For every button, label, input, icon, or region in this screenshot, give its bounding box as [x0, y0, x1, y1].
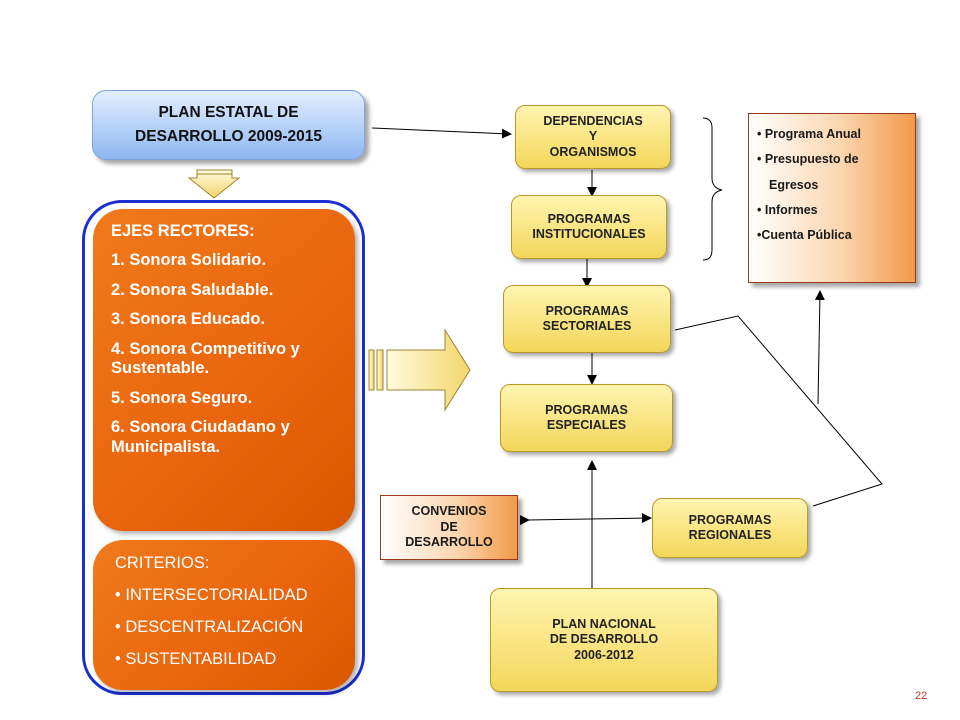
arrow-plan-to-dependencias	[371, 127, 512, 139]
institucionales-line: INSTITUCIONALES	[532, 227, 646, 241]
programa-anual-box: • Programa Anual • Presupuesto de Egreso…	[748, 113, 916, 283]
plan-nacional-box: PLAN NACIONAL DE DESARROLLO 2006-2012	[490, 588, 718, 692]
sectoriales-line: PROGRAMAS	[545, 303, 629, 318]
programas-regionales-box: PROGRAMAS REGIONALES	[652, 498, 808, 558]
criterios-box: CRITERIOS: • INTERSECTORIALIDAD • DESCEN…	[93, 540, 355, 690]
eje-item: 3. Sonora Educado.	[111, 310, 266, 329]
regionales-line: PROGRAMAS	[688, 512, 772, 527]
eje-item: 1. Sonora Solidario.	[111, 251, 266, 270]
plan-nacional-line: DE DESARROLLO	[549, 632, 659, 647]
programa-item: Egresos	[769, 177, 819, 192]
arrow-convenios-regionales	[519, 513, 652, 526]
criterios-title: CRITERIOS:	[115, 554, 210, 572]
criterio-item: • INTERSECTORIALIDAD	[115, 586, 308, 604]
line-sectoriales-to-right	[674, 315, 883, 507]
big-right-arrow	[368, 328, 471, 412]
programas-institucionales-box: PROGRAMAS INSTITUCIONALES	[511, 195, 667, 259]
plan-estatal-line2: DESARROLLO 2009-2015	[135, 128, 322, 145]
ejes-frame	[82, 200, 365, 695]
plan-estatal-line1: PLAN ESTATAL DE	[158, 103, 299, 121]
ejes-rectores-box: EJES RECTORES: 1. Sonora Solidario. 2. S…	[93, 209, 355, 531]
programa-item: • Programa Anual	[757, 127, 861, 141]
ejes-title: EJES RECTORES:	[111, 222, 255, 240]
sectoriales-line: SECTORIALES	[542, 319, 632, 333]
down-block-arrow	[187, 169, 241, 199]
programa-item: •Cuenta Pública	[757, 228, 852, 242]
brace	[702, 117, 723, 261]
convenios-line: CONVENIOS	[411, 504, 487, 519]
eje-item: 6. Sonora Ciudadano y Municipalista.	[111, 418, 290, 456]
especiales-line: PROGRAMAS	[545, 402, 628, 417]
plan-estatal-box: PLAN ESTATAL DE DESARROLLO 2009-2015	[92, 90, 365, 160]
convenios-box: CONVENIOS DE DESARROLLO	[380, 495, 518, 560]
eje-item: 4. Sonora Competitivo y Sustentable.	[111, 339, 300, 378]
especiales-line: ESPECIALES	[546, 418, 627, 432]
programa-item: • Informes	[757, 202, 818, 217]
criterio-item: • SUSTENTABILIDAD	[115, 650, 277, 668]
dependencias-line: ORGANISMOS	[549, 144, 637, 159]
arrow-to-programa-anual	[814, 290, 825, 405]
dependencias-line: Y	[588, 129, 598, 144]
dependencias-box: DEPENDENCIAS Y ORGANISMOS	[515, 105, 671, 169]
criterio-item: • DESCENTRALIZACIÓN	[115, 618, 304, 636]
plan-nacional-line: 2006-2012	[574, 647, 634, 662]
programa-item: • Presupuesto de	[757, 152, 859, 167]
institucionales-line: PROGRAMAS	[547, 211, 631, 226]
convenios-line: DESARROLLO	[405, 535, 493, 550]
programas-sectoriales-box: PROGRAMAS SECTORIALES	[503, 285, 671, 353]
eje-item: 2. Sonora Saludable.	[111, 280, 274, 299]
plan-nacional-line: PLAN NACIONAL	[552, 617, 656, 632]
page-number: 22	[915, 690, 928, 702]
eje-item: 5. Sonora Seguro.	[111, 388, 253, 407]
convenios-line: DE	[440, 519, 458, 534]
dependencias-line: DEPENDENCIAS	[543, 114, 643, 129]
regionales-line: REGIONALES	[688, 528, 772, 542]
programas-especiales-box: PROGRAMAS ESPECIALES	[500, 384, 673, 452]
